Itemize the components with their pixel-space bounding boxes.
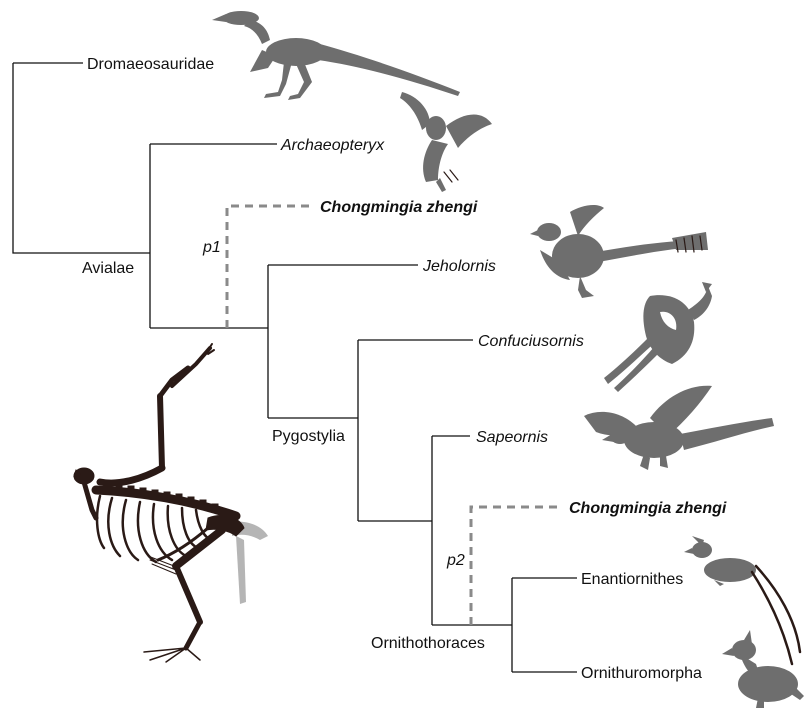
confuciusornis-silhouette-icon [604, 282, 712, 392]
label-sapeornis: Sapeornis [476, 429, 548, 446]
label-p2: p2 [446, 552, 465, 569]
label-enantiornithes: Enantiornithes [581, 571, 683, 588]
label-chongmingia-p1: Chongmingia zhengi [320, 199, 478, 216]
jeholornis-silhouette-icon [530, 205, 708, 298]
ornithuromorpha-silhouette-icon [722, 630, 804, 708]
label-ornithuromorpha: Ornithuromorpha [581, 665, 702, 682]
placement-labels: p1 p2 [202, 239, 465, 569]
skeleton-reconstruction-icon [74, 344, 268, 662]
dromaeosaur-silhouette-icon [212, 11, 460, 100]
label-jeholornis: Jeholornis [422, 258, 496, 275]
label-ornithothoraces: Ornithothoraces [371, 635, 485, 652]
archaeopteryx-silhouette-icon [400, 92, 492, 192]
label-pygostylia: Pygostylia [272, 428, 345, 445]
clade-labels: Avialae Pygostylia Ornithothoraces [82, 260, 485, 652]
label-dromaeosauridae: Dromaeosauridae [87, 56, 214, 73]
label-archaeopteryx: Archaeopteryx [280, 137, 385, 154]
root-node [13, 63, 72, 253]
alternative-placements [227, 206, 562, 625]
tree-branches [13, 63, 577, 672]
dashed-branch-p1 [227, 206, 315, 328]
dashed-branch-p2 [471, 507, 562, 625]
label-confuciusornis: Confuciusornis [478, 333, 584, 350]
sapeornis-silhouette-icon [584, 386, 774, 470]
label-chongmingia-p2: Chongmingia zhengi [569, 500, 727, 517]
label-p1: p1 [202, 239, 221, 256]
label-avialae: Avialae [82, 260, 134, 277]
